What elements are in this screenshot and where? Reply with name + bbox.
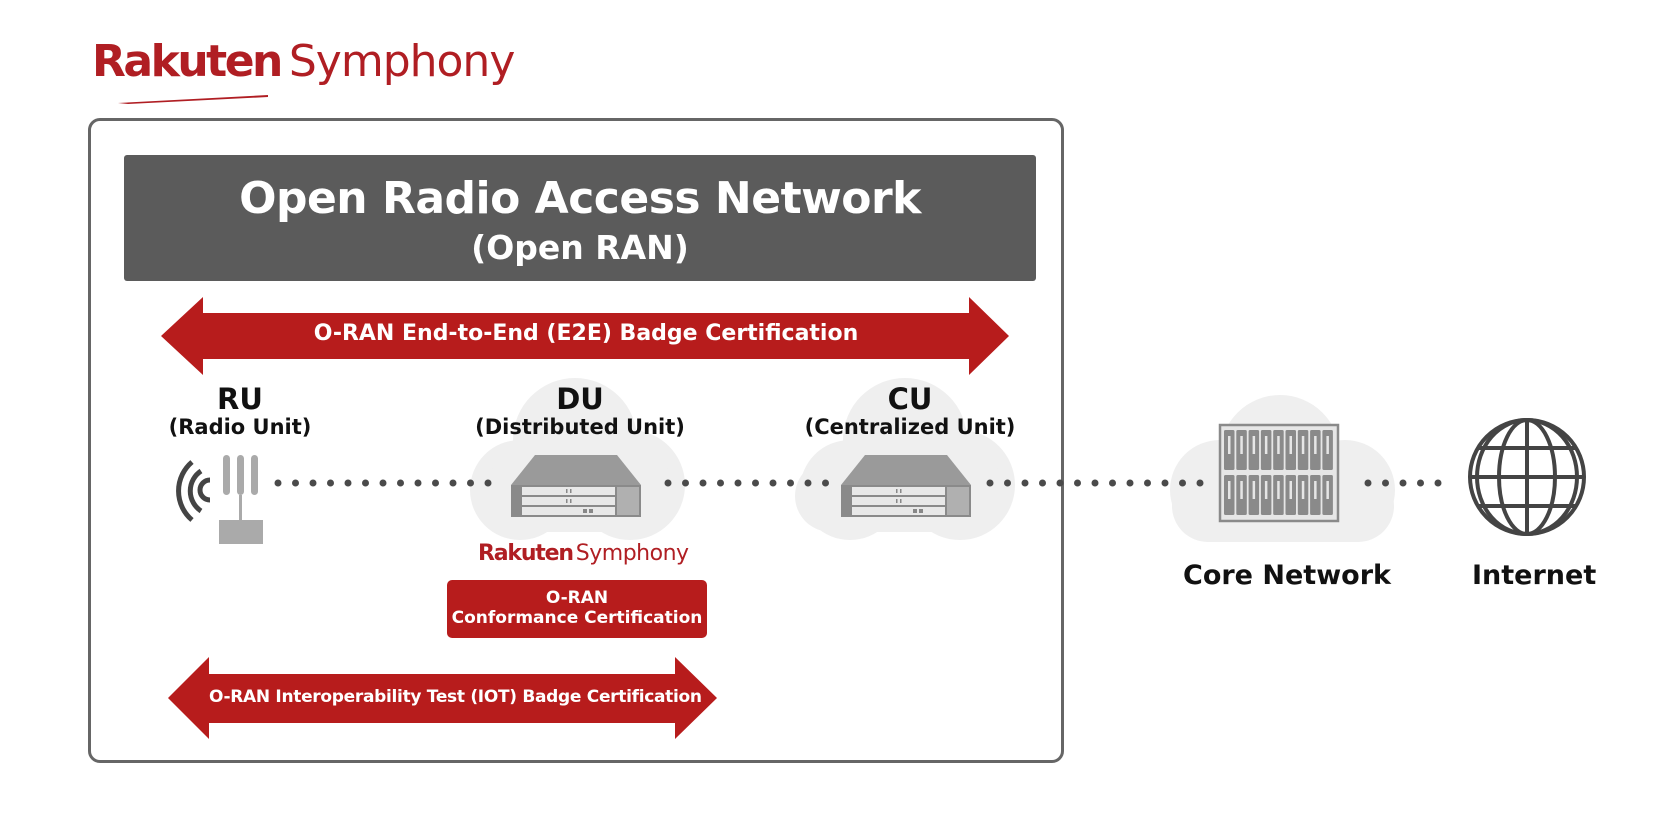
connection-dot: [699, 479, 707, 487]
connection-dot: [1196, 479, 1204, 487]
iot-arrow-label: O-RAN Interoperability Test (IOT) Badge …: [209, 687, 702, 707]
brand-logo-symphony: Symphony: [288, 36, 515, 87]
conformance-line2: Conformance Certification: [451, 608, 703, 628]
unit-du-abbr: DU: [556, 382, 604, 416]
connection-dot: [1126, 479, 1134, 487]
open-ran-frame: [88, 118, 1064, 763]
open-ran-header: Open Radio Access Network (Open RAN): [124, 155, 1036, 281]
rack-blade-slot: [1289, 481, 1292, 499]
connection-dot: [1109, 479, 1116, 487]
connection-dot: [1004, 479, 1011, 487]
rack-blade-slot: [1252, 436, 1256, 454]
rack-blade-slot: [1277, 436, 1280, 454]
e2e-arrow-shape: [161, 297, 1009, 375]
connection-dot: [664, 479, 672, 487]
rack-blade-slot: [1314, 436, 1317, 454]
connection-dot: [822, 479, 829, 487]
connection-dot: [1144, 479, 1151, 487]
logo-swoosh-icon: [118, 95, 268, 104]
connection-dot: [1091, 479, 1099, 487]
connection-dot: [1179, 479, 1186, 487]
connection-dot: [1021, 479, 1029, 487]
rack-blade-slot: [1326, 436, 1329, 454]
rack-blade-slot: [1240, 481, 1243, 499]
conformance-certification-badge: O-RAN Conformance Certification: [447, 580, 707, 638]
connection-dot: [734, 479, 742, 487]
rack-blade-slot: [1301, 436, 1305, 454]
unit-cu-abbr: CU: [887, 382, 933, 416]
connection-dot: [1161, 479, 1169, 487]
connection-dot: [717, 479, 724, 487]
brand-logo-rakuten: Rakuten: [92, 36, 283, 87]
unit-cu-full: (Centralized Unit): [804, 415, 1016, 439]
header-title: Open Radio Access Network: [239, 173, 921, 224]
rack-blade-slot: [1228, 481, 1231, 499]
du-vendor-logo-symphony: Symphony: [575, 541, 689, 566]
rack-blade-slot: [1264, 436, 1268, 454]
connection-dot: [309, 479, 317, 487]
unit-ru-abbr: RU: [217, 382, 263, 416]
rack-blade-slot: [1252, 481, 1256, 499]
du-server-icon: [511, 455, 641, 517]
unit-du: DU (Distributed Unit): [470, 384, 690, 440]
connection-dot: [292, 479, 299, 487]
radio-antenna-icon: [176, 455, 263, 544]
connection-dot: [1399, 479, 1407, 487]
connection-dot: [1434, 479, 1442, 487]
connection-dot: [414, 479, 422, 487]
rack-blade-slot: [1228, 436, 1231, 454]
e2e-arrow-label: O-RAN End-to-End (E2E) Badge Certificati…: [313, 321, 859, 346]
connection-dot: [1364, 479, 1372, 487]
connection-dot: [467, 479, 474, 487]
connection-dot: [274, 479, 282, 487]
conformance-line1: O-RAN: [545, 588, 609, 608]
iot-arrow-shape: [168, 657, 717, 739]
connection-dot: [787, 479, 794, 487]
brand-logo: Rakuten Symphony: [92, 36, 515, 104]
header-subtitle: (Open RAN): [471, 228, 689, 267]
connection-dot: [1074, 479, 1081, 487]
rack-blade-slot: [1240, 436, 1243, 454]
rack-blade-slot: [1264, 481, 1268, 499]
connection-dot: [1056, 479, 1064, 487]
du-vendor-logo: Rakuten Symphony: [478, 541, 689, 566]
unit-ru-full: (Radio Unit): [168, 415, 312, 439]
unit-du-full: (Distributed Unit): [475, 415, 685, 439]
connection-dot: [682, 479, 689, 487]
globe-icon: [1468, 418, 1586, 536]
core-server-rack-icon: [1218, 423, 1340, 523]
connection-dot: [432, 479, 439, 487]
du-vendor-logo-rakuten: Rakuten: [478, 541, 574, 566]
rack-blade-slot: [1301, 481, 1305, 499]
cu-server-icon: [841, 455, 971, 517]
connection-dot: [1417, 479, 1424, 487]
connection-dot: [752, 479, 759, 487]
connection-dot: [1382, 479, 1389, 487]
unit-ru: RU (Radio Unit): [160, 384, 320, 440]
connection-dot: [986, 479, 994, 487]
connection-dot: [362, 479, 369, 487]
connection-dot: [804, 479, 812, 487]
rack-blade-slot: [1314, 481, 1317, 499]
unit-cu: CU (Centralized Unit): [800, 384, 1020, 440]
rack-blade-slot: [1277, 481, 1280, 499]
connection-dot: [327, 479, 334, 487]
internet-label: Internet: [1472, 560, 1597, 591]
connection-dot: [344, 479, 352, 487]
connection-dot: [449, 479, 457, 487]
connection-dot: [397, 479, 404, 487]
connection-dot: [484, 479, 492, 487]
connection-dot: [379, 479, 387, 487]
connection-dot: [769, 479, 777, 487]
rack-blade-slot: [1289, 436, 1292, 454]
connection-dot: [1039, 479, 1046, 487]
rack-blade-slot: [1326, 481, 1329, 499]
core-network-label: Core Network: [1183, 560, 1391, 591]
connection-dots: [274, 479, 1442, 487]
